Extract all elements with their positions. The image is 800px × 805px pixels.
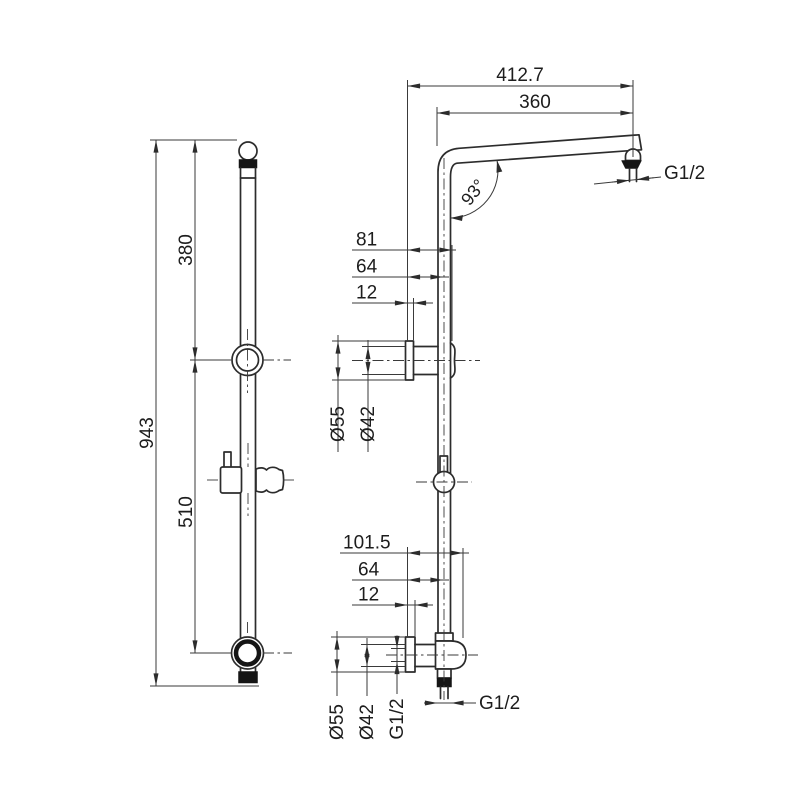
dim-lower-tube-dia-42: Ø42 xyxy=(357,638,406,740)
dim-arm-overall-412-7: 412.7 xyxy=(407,65,634,341)
dim-lower-64-label: 64 xyxy=(358,560,380,581)
dim-top-to-upper-bracket-380: 380 xyxy=(176,139,231,654)
dim-lower-depth-101-5: 101.5 xyxy=(340,533,469,638)
dim-360-label: 360 xyxy=(519,92,551,113)
dim-arm-length-360: 360 xyxy=(436,92,634,146)
slider-lever xyxy=(223,451,232,469)
dim-lower-inlet-thread: G1/2 xyxy=(387,635,408,740)
dim-lower-center-64: 64 xyxy=(352,560,449,583)
dim-upper-55-label: Ø55 xyxy=(328,406,349,442)
dim-overall-height-943: 943 xyxy=(137,139,259,687)
dim-upper-flange-12: 12 xyxy=(352,283,433,340)
rail-bottom-cap xyxy=(238,671,258,684)
dim-upper-64-label: 64 xyxy=(356,257,378,278)
shower-arm xyxy=(437,133,643,634)
dim-upper-42-label: Ø42 xyxy=(358,406,379,442)
dim-81-label: 81 xyxy=(356,230,377,251)
dim-arm-outlet-thread: G1/2 xyxy=(593,163,705,185)
dim-upper-tube-dia-42: Ø42 xyxy=(358,340,406,452)
dim-lower-12-label: 12 xyxy=(358,585,379,606)
dim-lower-flange-dia-55: Ø55 xyxy=(327,631,405,740)
dim-412-label: 412.7 xyxy=(496,65,544,86)
dim-bracket-spacing-510: 510 xyxy=(176,359,198,654)
rail-top-cap xyxy=(238,141,258,161)
rail-slider xyxy=(219,451,285,494)
left-view: 943 380 510 xyxy=(137,139,297,687)
dim-380-label: 380 xyxy=(176,234,197,266)
arm-thread-label: G1/2 xyxy=(664,163,705,184)
rail-centerlines xyxy=(207,329,297,654)
slide-rail xyxy=(238,141,258,684)
dim-lower-outlet-thread: G1/2 xyxy=(424,693,520,714)
right-view: 412.7 360 93° G1/2 xyxy=(327,65,705,740)
dim-lower-flange-12: 12 xyxy=(352,585,433,636)
dim-943-label: 943 xyxy=(137,417,158,449)
dim-lower-55-label: Ø55 xyxy=(327,704,348,740)
rail-top-band xyxy=(238,159,258,169)
lower-flange xyxy=(404,636,416,673)
rail-lower-bracket xyxy=(230,636,265,670)
outlet-thread-label: G1/2 xyxy=(479,693,520,714)
slider-knob xyxy=(255,466,285,494)
dim-upper-12-label: 12 xyxy=(356,283,377,304)
dim-510-label: 510 xyxy=(176,496,197,528)
dim-101-label: 101.5 xyxy=(343,533,391,554)
dim-lower-42-label: Ø42 xyxy=(357,704,378,740)
dim-upper-depth-81: 81 xyxy=(352,230,456,341)
connector-nut xyxy=(621,160,642,169)
dim-upper-center-64: 64 xyxy=(352,257,449,280)
slider-body xyxy=(219,466,243,494)
dim-inlet-thread-label: G1/2 xyxy=(387,698,408,739)
